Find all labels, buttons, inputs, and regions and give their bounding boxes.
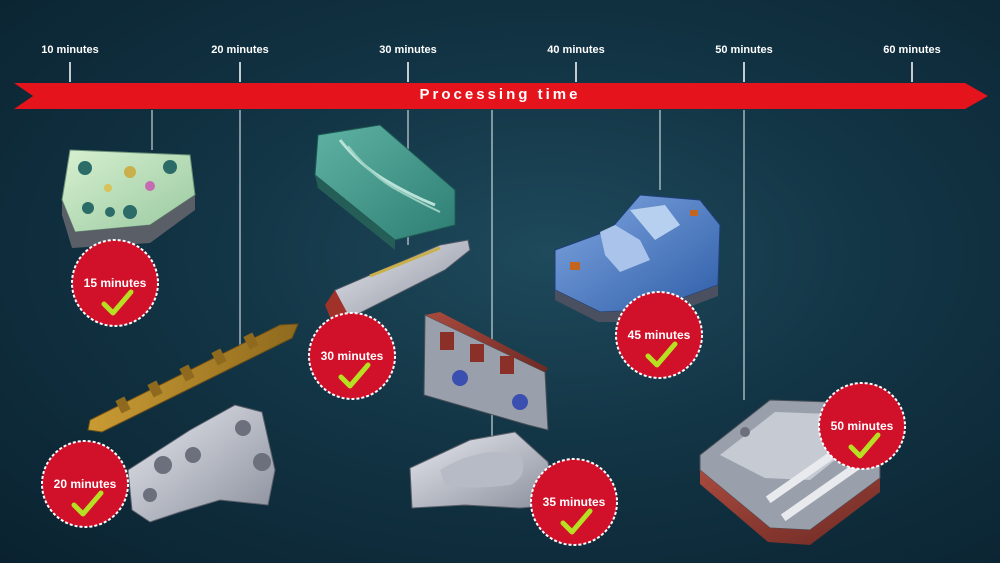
tick-label-20: 20 minutes bbox=[211, 44, 269, 56]
check-icon bbox=[101, 289, 134, 316]
badge-label-20: 20 minutes bbox=[53, 477, 117, 491]
badge-30 bbox=[308, 312, 396, 400]
processing-time-arrow bbox=[14, 83, 988, 109]
engine-block-part bbox=[409, 312, 556, 509]
processing-time-title: Processing time bbox=[419, 86, 581, 103]
channel-mold-part bbox=[314, 124, 471, 323]
badge-label-15: 15 minutes bbox=[83, 276, 147, 290]
check-icon bbox=[71, 490, 104, 517]
badges bbox=[41, 239, 906, 546]
check-icon bbox=[645, 341, 678, 368]
chain-bracket-part bbox=[87, 323, 299, 523]
check-icon bbox=[560, 508, 593, 535]
badge-label-30: 30 minutes bbox=[320, 349, 384, 363]
badge-45 bbox=[615, 291, 703, 379]
tick-label-60: 60 minutes bbox=[883, 44, 941, 56]
tick-label-40: 40 minutes bbox=[547, 44, 605, 56]
check-icon bbox=[848, 432, 881, 459]
badge-label-35: 35 minutes bbox=[542, 495, 606, 509]
tick-label-30: 30 minutes bbox=[379, 44, 437, 56]
badge-label-50: 50 minutes bbox=[830, 419, 894, 433]
badge-15 bbox=[71, 239, 159, 327]
badge-50 bbox=[818, 382, 906, 470]
badge-35 bbox=[530, 458, 618, 546]
timeline-ticks bbox=[69, 62, 913, 82]
check-icon bbox=[338, 362, 371, 389]
badge-20 bbox=[41, 440, 129, 528]
stepped-block-part bbox=[554, 194, 721, 322]
tick-label-50: 50 minutes bbox=[715, 44, 773, 56]
badge-label-45: 45 minutes bbox=[627, 328, 691, 342]
tick-label-10: 10 minutes bbox=[41, 44, 99, 56]
plate-part bbox=[61, 149, 196, 248]
